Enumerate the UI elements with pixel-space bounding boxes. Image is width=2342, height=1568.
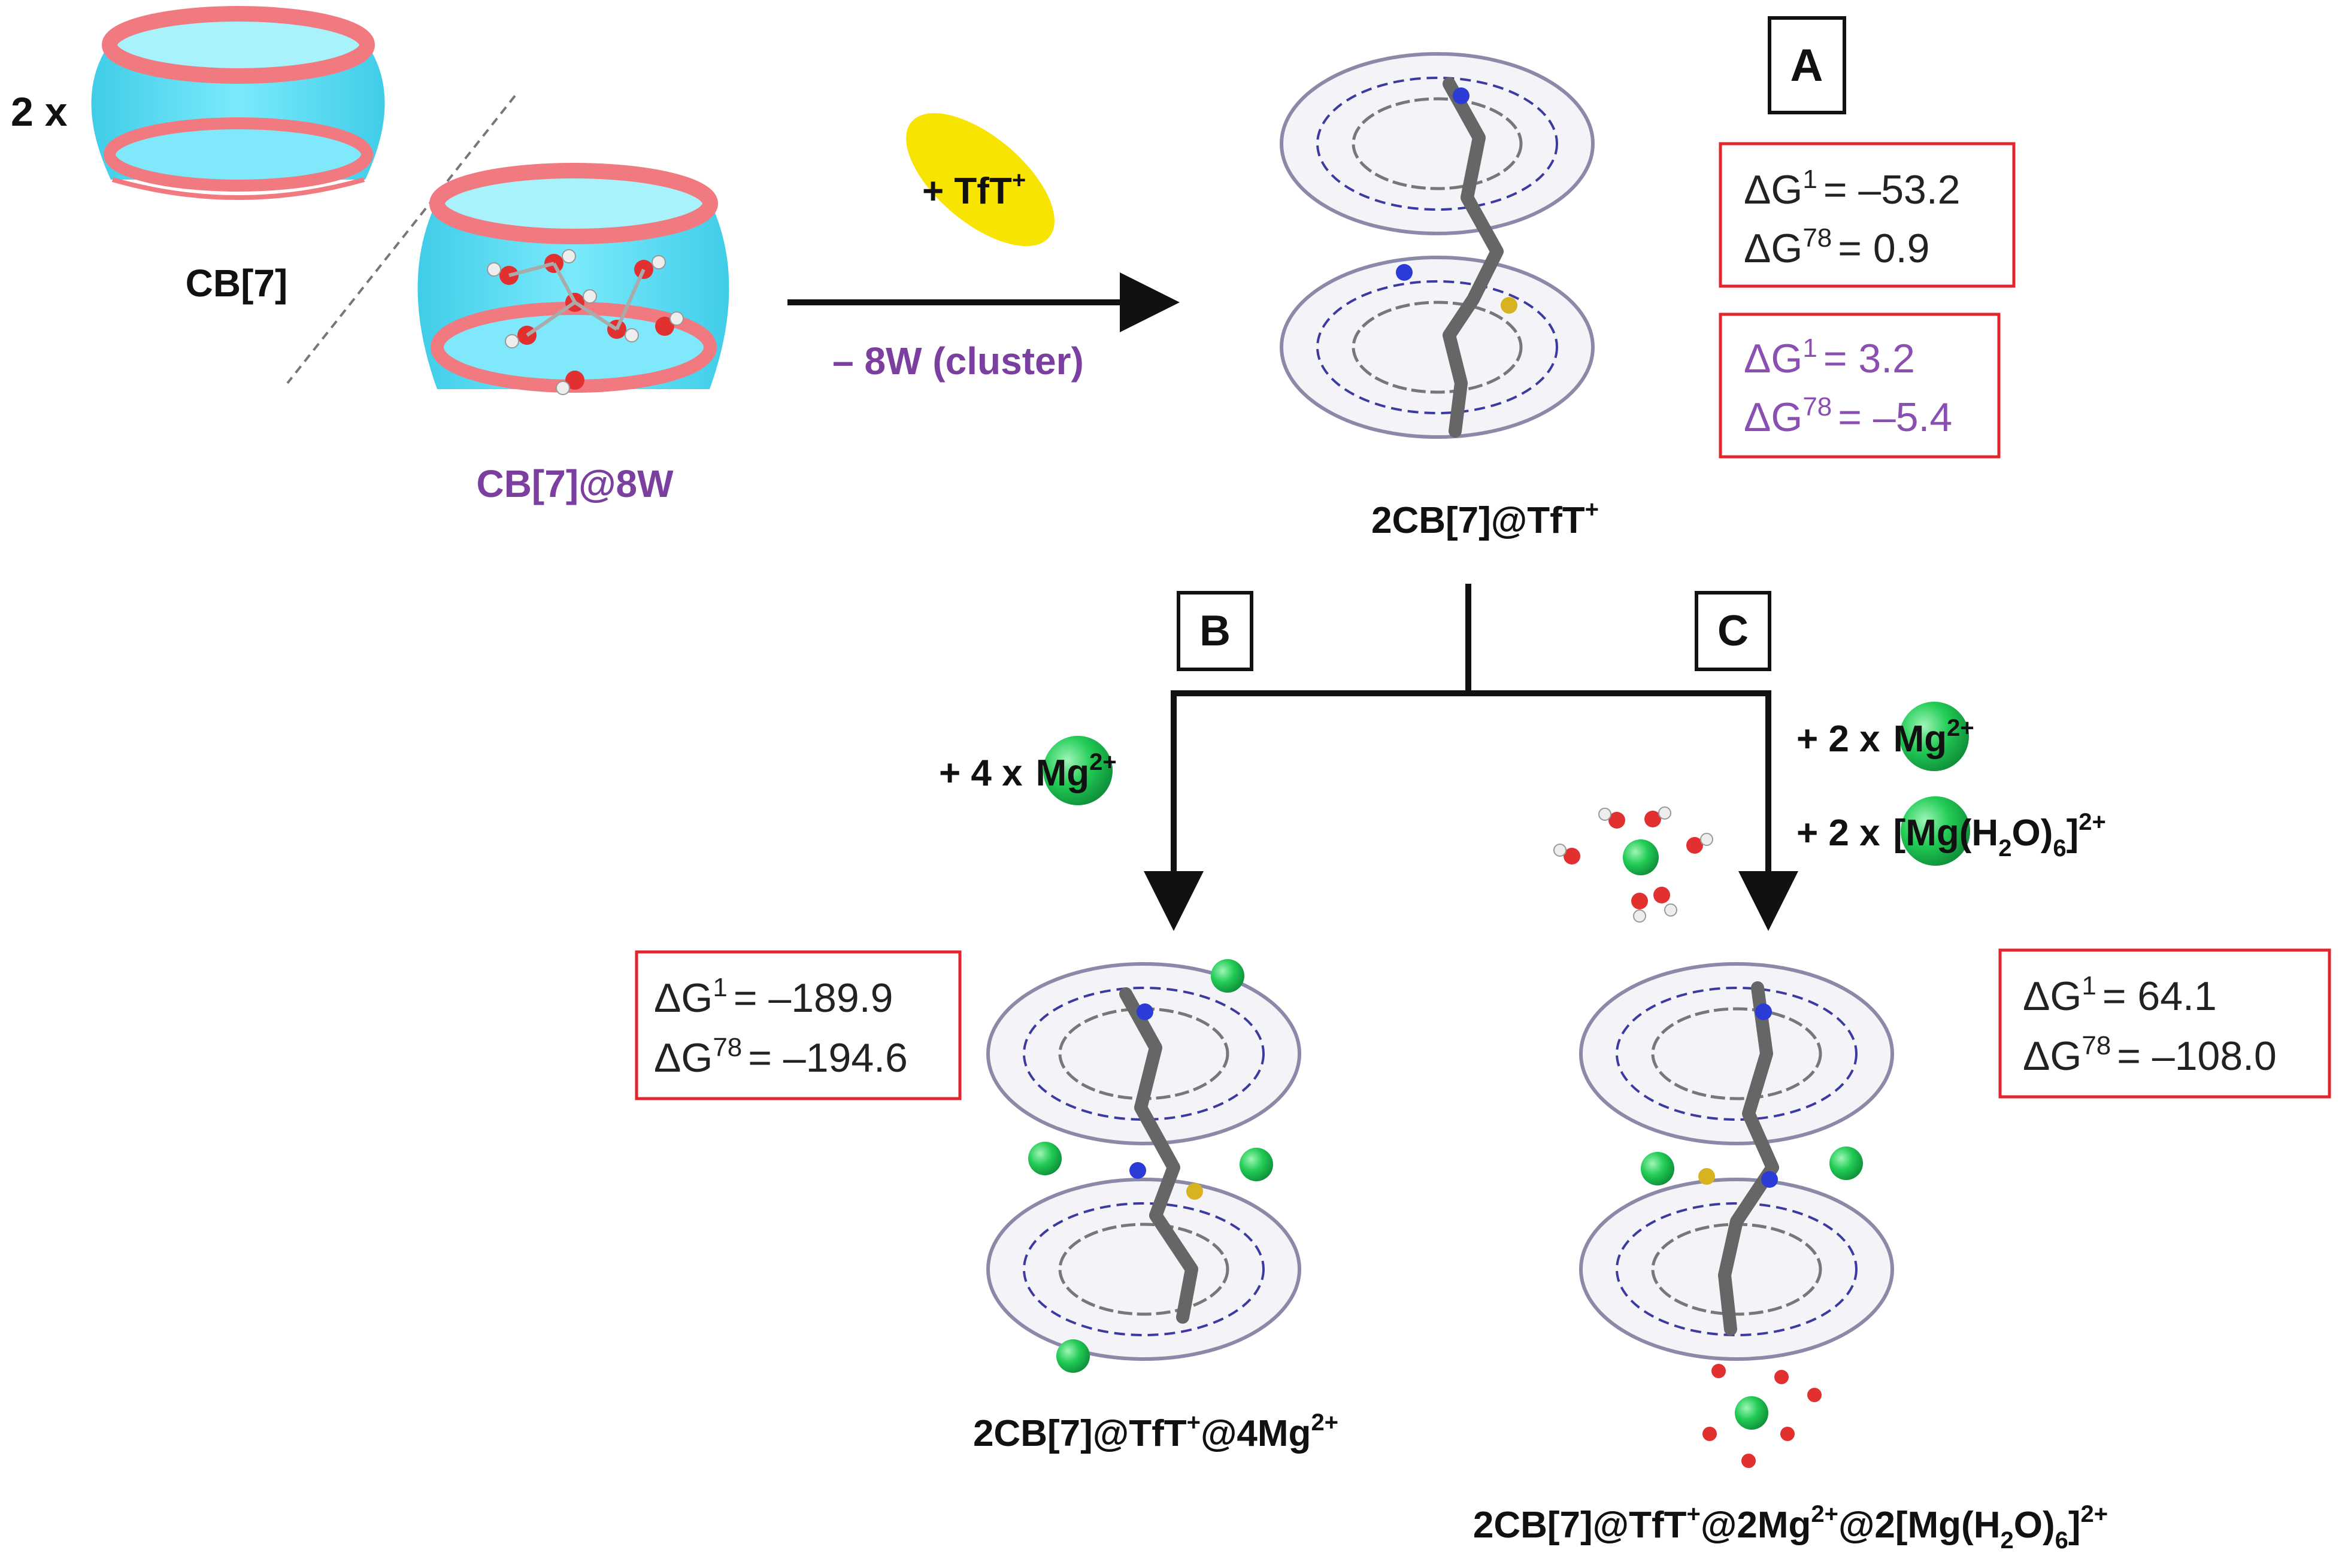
complex-c-model-icon [1579, 962, 1894, 1468]
energy-dg78-c: ΔG78= –108.0 [2023, 1031, 2277, 1079]
removed-water-label: – 8W (cluster) [832, 339, 1084, 383]
tag-c-box: C [1695, 591, 1771, 671]
energy-dg1-a-purple: ΔG1= 3.2 [1744, 333, 1915, 381]
energy-dg78-a-purple: ΔG78= –5.4 [1744, 392, 1952, 440]
complex-b-model-icon [986, 959, 1301, 1373]
svg-text:B: B [1199, 607, 1231, 655]
svg-text:C: C [1717, 607, 1749, 655]
mg-ion-c-reagent2-icon [1901, 796, 1970, 866]
energy-box-a-black: ΔG1= –53.2 ΔG78= 0.9 [1719, 142, 2016, 288]
branch-c-reagent2: + 2 x[Mg(H2O)6]2+ [1796, 809, 2106, 862]
cb7-barrel-icon [91, 6, 385, 200]
tft-guest-icon [906, 113, 1055, 247]
energy-dg78-b: ΔG78= –194.6 [654, 1033, 908, 1081]
energy-dg1-a: ΔG1= –53.2 [1744, 165, 1961, 213]
complex-b-label: 2CB[7]@TfT+@4Mg2+ [973, 1409, 1338, 1454]
cb7-water-barrel-icon [417, 163, 729, 393]
mg-ion-b-reagent-icon [1043, 736, 1113, 805]
water-cluster-icon [487, 249, 684, 395]
complex-a-model-icon [1280, 52, 1595, 439]
energy-dg1-c: ΔG1= 64.1 [2023, 971, 2217, 1019]
complex-a-label: 2CB[7]@TfT+ [1371, 496, 1599, 541]
multiplier-label: 2 x [11, 89, 68, 135]
dashed-separator [286, 95, 516, 384]
tag-a-box: A [1768, 16, 1846, 114]
energy-box-a-purple: ΔG1= 3.2 ΔG78= –5.4 [1719, 313, 2001, 459]
energy-box-b: ΔG1= –189.9 ΔG78= –194.6 [635, 950, 962, 1100]
complex-c-label: 2CB[7]@TfT+@2Mg2+@2[Mg(H2O)6]2+ [1473, 1501, 2108, 1554]
energy-box-c: ΔG1= 64.1 ΔG78= –108.0 [1998, 948, 2331, 1099]
energy-dg1-b: ΔG1= –189.9 [654, 973, 893, 1021]
branch-connector [1171, 584, 1771, 696]
svg-text:A: A [1790, 40, 1823, 91]
mg-ion-c-reagent1-icon [1899, 702, 1969, 771]
hydrated-mg-cluster-icon [1553, 806, 1713, 923]
cb7-label: CB[7] [186, 262, 288, 305]
tag-b-box: B [1177, 591, 1253, 671]
cb7-water-label: CB[7]@8W [476, 462, 674, 505]
energy-dg78-a: ΔG78= 0.9 [1744, 223, 1929, 271]
guest-label: + TfT+ [922, 167, 1026, 212]
